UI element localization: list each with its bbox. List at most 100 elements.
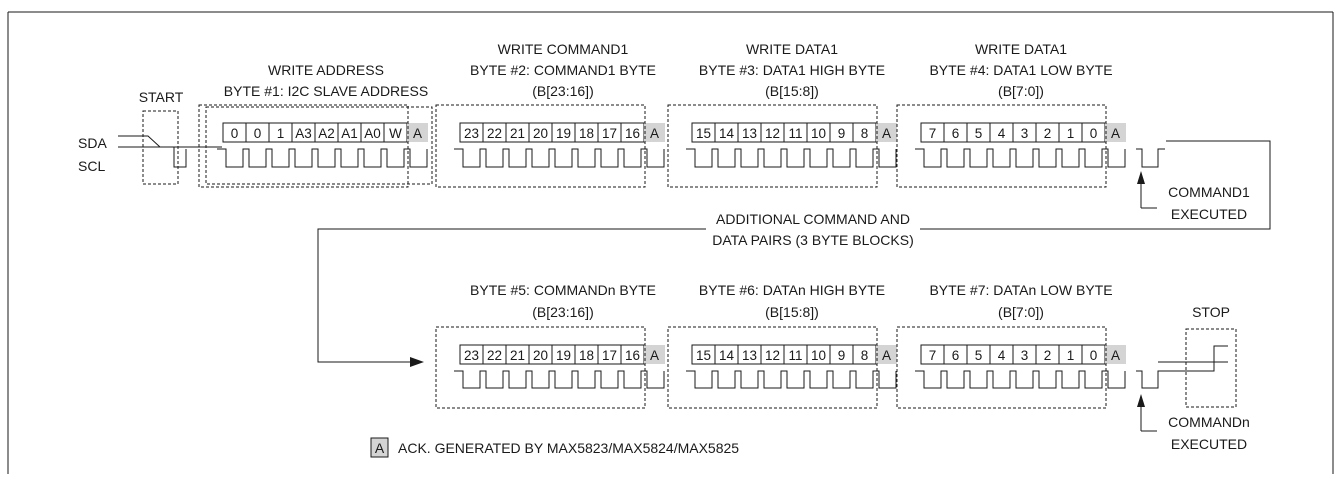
row2-group1-dashed-box: [435, 326, 646, 409]
row1-group4-bit-label: 1: [1067, 126, 1075, 141]
row1-group3-bit-label: 12: [765, 126, 780, 141]
legend-text: ACK. GENERATED BY MAX5823/MAX5824/MAX582…: [398, 440, 739, 456]
row1-group4-bit-label: 4: [998, 126, 1006, 141]
start-condition-dashed-box: [142, 110, 179, 185]
row2-ack-cell: [644, 345, 665, 364]
row1-group3-bit-label: 10: [811, 126, 826, 141]
row2-stop-waveform: [1136, 361, 1228, 389]
commandn-executed-line1: COMMANDn: [1168, 414, 1250, 430]
group2-title-line1: WRITE COMMAND1: [498, 41, 629, 57]
row2-scl-line-start: [456, 370, 464, 388]
row1-ack-cell: [644, 123, 665, 142]
row2-group2-bit-label: 15: [696, 348, 711, 363]
row1-sda-line-start: [118, 135, 222, 148]
row1-group1-scl-pulses: [217, 148, 428, 168]
row1-ack-label: A: [1111, 126, 1120, 141]
row2-group3-bit-label: 3: [1021, 348, 1029, 363]
row1-group1-bit-label: 0: [254, 126, 262, 141]
row1-group1-bit-label: A0: [364, 126, 381, 141]
row1-group1-bit-label: W: [389, 126, 402, 141]
row1-group3-dashed-box: [667, 104, 878, 188]
row1-group1-bit-label: A3: [295, 126, 312, 141]
group2-title-line3: (B[23:16]): [532, 83, 593, 99]
row1-group3-bit-label: 14: [719, 126, 735, 141]
row1-group2-bit-label: 18: [579, 126, 594, 141]
group5-title-line1: BYTE #5: COMMANDn BYTE: [470, 282, 656, 298]
row1-group3-bit-label: 13: [742, 126, 757, 141]
row2-group2-bit-label: 8: [861, 348, 869, 363]
row1-group1-bit-label: 1: [277, 126, 285, 141]
row2-group2-bit-label: 12: [765, 348, 780, 363]
group5-title-line2: (B[23:16]): [532, 304, 593, 320]
row1-group2-bit-label: 23: [464, 126, 479, 141]
commandn-executed-line2: EXECUTED: [1171, 436, 1247, 452]
row1-group4-bit-label: 5: [975, 126, 983, 141]
stop-label: STOP: [1192, 304, 1230, 320]
row2-group1-bit-label: 23: [464, 348, 479, 363]
group4-title-line1: WRITE DATA1: [975, 41, 1067, 57]
row2-group1-scl-pulses: [454, 370, 665, 389]
continuation-arrowhead: [410, 357, 424, 367]
command1-executed-arrow: [1137, 171, 1145, 184]
row1-group2-bit-label: 19: [556, 126, 571, 141]
start-label: START: [139, 89, 184, 105]
row1-ack-label: A: [650, 126, 659, 141]
group3-title-line1: WRITE DATA1: [746, 41, 838, 57]
group1-title-line2: BYTE #1: I2C SLAVE ADDRESS: [224, 83, 428, 99]
row2-group3-bit-label: 5: [975, 348, 983, 363]
row2-group3-bit-label: 7: [929, 348, 937, 363]
row1-group2-bit-label: 21: [510, 126, 525, 141]
row2-group2-bit-label: 9: [838, 348, 846, 363]
row1-group4-bit-label: 7: [929, 126, 937, 141]
group3-title-line2: BYTE #3: DATA1 HIGH BYTE: [699, 62, 885, 78]
row2-group2-bit-label: 13: [742, 348, 757, 363]
scl-label: SCL: [78, 158, 105, 174]
group6-title-line1: BYTE #6: DATAn HIGH BYTE: [699, 282, 885, 298]
row1-group3-bit-label: 15: [696, 126, 711, 141]
group3-title-line3: (B[15:8]): [765, 83, 819, 99]
legend-ack-box: [370, 437, 389, 458]
continuation-line-left: [317, 228, 706, 363]
group4-title-line2: BYTE #4: DATA1 LOW BYTE: [929, 62, 1112, 78]
additional-pairs-line1: ADDITIONAL COMMAND AND: [716, 211, 910, 227]
row1-group1-dashed-box: [198, 104, 409, 188]
row1-group4-bit-label: 0: [1090, 126, 1098, 141]
row2-group2-bit-label: 14: [719, 348, 735, 363]
row2-group2-bit-label: 10: [811, 348, 826, 363]
row1-group3-bit-label: 9: [838, 126, 846, 141]
row1-ack-label: A: [413, 126, 422, 141]
row1-group4-dashed-box: [896, 104, 1107, 188]
row1-ack-label: A: [882, 126, 891, 141]
row2-ack-label: A: [650, 348, 659, 363]
group2-title-line2: BYTE #2: COMMAND1 BYTE: [470, 62, 656, 78]
row2-group1-bit-label: 22: [487, 348, 502, 363]
legend-ack-symbol: A: [375, 440, 385, 456]
sda-label: SDA: [78, 135, 107, 151]
command1-executed-line1: COMMAND1: [1168, 184, 1250, 200]
row2-group1-bit-label: 17: [602, 348, 617, 363]
row2-group1-bit-label: 21: [510, 348, 525, 363]
row2-ack-cell: [876, 345, 897, 364]
row2-group1-bit-label: 20: [533, 348, 548, 363]
row2-ack-label: A: [882, 348, 891, 363]
row1-scl-line-end: [1136, 148, 1165, 168]
group4-title-line3: (B[7:0]): [998, 83, 1044, 99]
row1-group2-scl-pulses: [454, 148, 665, 168]
row2-group3-bit-label: 4: [998, 348, 1006, 363]
row1-group2-dashed-box: [435, 104, 646, 188]
group1-title-line1: WRITE ADDRESS: [268, 62, 384, 78]
row1-ack-cell: [1105, 123, 1126, 142]
row1-group4-scl-pulses: [915, 148, 1126, 168]
stop-condition-dashed-box: [1185, 328, 1237, 408]
row2-group1-bit-label: 16: [625, 348, 640, 363]
row2-group2-bit-label: 11: [788, 348, 802, 363]
group7-title-line1: BYTE #7: DATAn LOW BYTE: [929, 282, 1112, 298]
group7-title-line2: (B[7:0]): [998, 304, 1044, 320]
row1-group4-bit-label: 6: [952, 126, 960, 141]
additional-pairs-line2: DATA PAIRS (3 BYTE BLOCKS): [712, 232, 914, 248]
row2-group3-bit-label: 6: [952, 348, 960, 363]
row2-group3-dashed-box: [896, 326, 1107, 409]
